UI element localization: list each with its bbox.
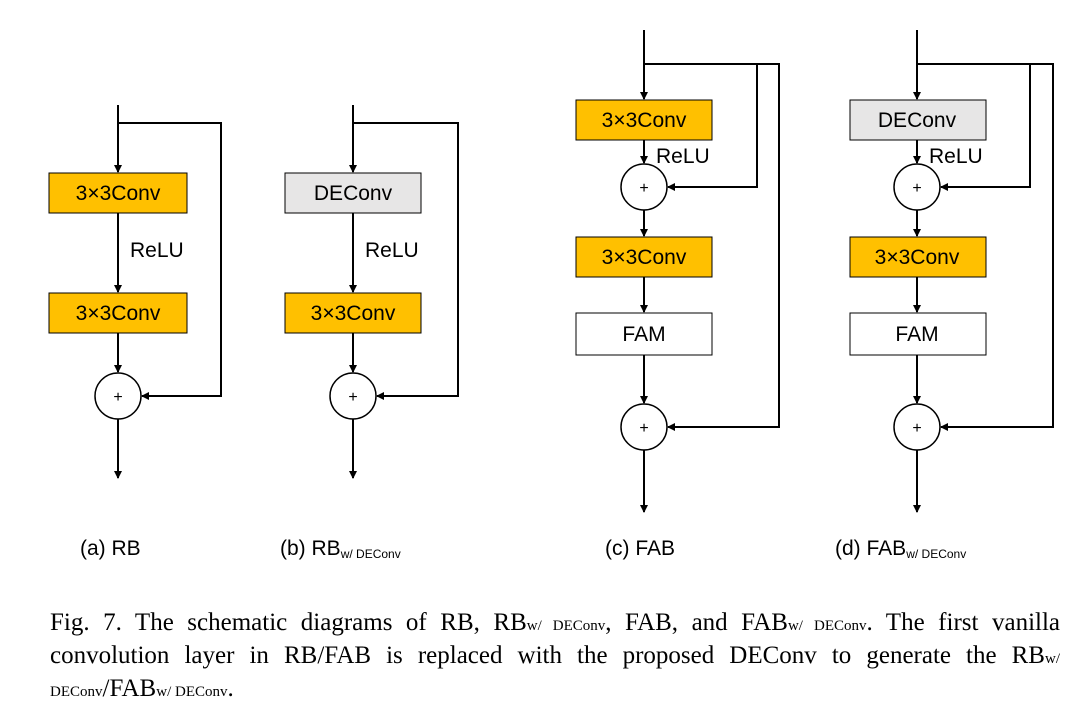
inner-skip-connection — [667, 64, 758, 191]
relu-label: ReLU — [929, 145, 983, 168]
caption-text: , FAB, and FAB — [605, 609, 788, 636]
plus-icon: + — [348, 389, 357, 406]
deconv-block-label: DEConv — [878, 109, 957, 132]
diagram-label: (c) FAB — [605, 537, 675, 560]
plus-icon: + — [639, 180, 648, 197]
caption-text: /FAB — [102, 675, 157, 702]
figure-diagrams: 3×3Conv ReLU 3×3Conv + (a) RB DEConv ReL… — [48, 30, 1054, 561]
figure-caption: Fig. 7. The schematic diagrams of RB, RB… — [50, 608, 1060, 707]
fam-block — [849, 312, 987, 356]
plus-icon: + — [113, 389, 122, 406]
caption-text: . — [227, 675, 234, 702]
diagram-fab-deconv: DEConv ReLU + 3×3Conv FAM + (d) FABw/ DE… — [835, 30, 1054, 561]
skip-connection — [118, 122, 222, 400]
diagram-label: (d) FABw/ DEConv — [835, 537, 966, 561]
caption-subscript: w/ DEConv — [156, 684, 228, 700]
diagram-rb: 3×3Conv ReLU 3×3Conv + (a) RB — [48, 105, 222, 560]
skip-connection — [353, 122, 459, 400]
plus-icon: + — [639, 420, 648, 437]
conv-block-2-label: 3×3Conv — [76, 302, 161, 325]
conv-block-1 — [48, 172, 188, 214]
conv-block-2-label: 3×3Conv — [602, 246, 687, 269]
diagram-rb-deconv: DEConv ReLU 3×3Conv + (b) RBw/ DEConv — [280, 105, 459, 561]
outer-skip-connection — [644, 63, 780, 431]
caption-text: Fig. 7. The schematic diagrams of RB, RB — [50, 609, 527, 636]
relu-label: ReLU — [656, 145, 710, 168]
conv-block-1-label: 3×3Conv — [602, 109, 687, 132]
fam-block — [575, 312, 713, 356]
conv-block-1 — [575, 99, 713, 141]
caption-text: . The first vanilla convolution layer in… — [50, 609, 1060, 669]
conv-block-label: 3×3Conv — [311, 302, 396, 325]
diagram-fab: 3×3Conv ReLU + 3×3Conv FAM + (c) FAB — [575, 30, 780, 560]
fam-block-label: FAM — [895, 323, 938, 346]
conv-block-2 — [575, 236, 713, 278]
conv-block-2 — [48, 292, 188, 334]
conv-block — [284, 292, 422, 334]
deconv-block — [849, 99, 987, 141]
caption-subscript: w/ DEConv — [787, 618, 867, 634]
caption-subscript: w/ DEConv — [50, 651, 1060, 700]
relu-label: ReLU — [365, 239, 419, 262]
plus-icon: + — [912, 420, 921, 437]
diagram-label: (a) RB — [80, 537, 141, 560]
deconv-block-label: DEConv — [314, 182, 393, 205]
fam-block-label: FAM — [622, 323, 665, 346]
outer-skip-connection — [917, 63, 1054, 431]
conv-block-1-label: 3×3Conv — [76, 182, 161, 205]
plus-icon: + — [912, 180, 921, 197]
relu-label: ReLU — [130, 239, 184, 262]
diagram-label: (b) RBw/ DEConv — [280, 537, 401, 561]
inner-skip-connection — [940, 64, 1031, 191]
conv-block-label: 3×3Conv — [875, 246, 960, 269]
caption-subscript: w/ DEConv — [526, 618, 606, 634]
